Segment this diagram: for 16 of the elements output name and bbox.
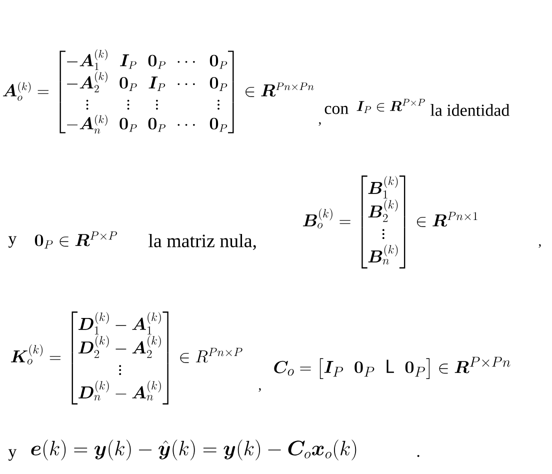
formula: $\bm{I}_P\in\bm{R}^{P\times P}$ <box>356 98 425 114</box>
matrix-equation: $\bm{C}_o=\begin{bmatrix}\bm{I}_P & \bm{0}_P & \mathsf{L} & \bm{0}_P\end{bmatrix}\in\bm{R}^{P\times Pn}$ <box>274 356 510 379</box>
comma: , <box>258 388 261 392</box>
period: . <box>417 454 420 457</box>
matrix-equation: $\bm{K}_o^{(k)}=\begin{bmatrix}\bm{D}_1^{(k)}-\bm{A}_1^{(k)}\\ \bm{D}_2^{(k)}-\bm{A}_2^{(k)}\\ \vdots\\ \bm{D}_n^{(k)}-\bm{A}_n^{(k)}\end{bmatrix}\in R^{Pn\times P}$ <box>10 312 242 404</box>
sentence-text: y <box>8 236 17 248</box>
sentence-text: con <box>324 106 348 114</box>
formula: $\bm{e}(k)=\bm{y}(k)-\hat{\bm{y}}(k)=\bm{y}(k)-\bm{C}_o\bm{x}_o(k)$ <box>31 440 356 460</box>
sentence-text: la identidad <box>430 104 510 116</box>
comma: , <box>538 244 541 248</box>
sentence-text: y <box>8 449 17 461</box>
matrix-equation: $\bm{B}_o^{(k)}=\begin{bmatrix}\bm{B}_1^{(k)}\\ \bm{B}_2^{(k)}\\ \vdots\\ \bm{B}_n^{(k)}\end{bmatrix}\in\bm{R}^{Pn\times 1}$ <box>302 176 478 268</box>
sentence-text: la matriz nula, <box>148 234 256 250</box>
comma: , <box>318 122 321 126</box>
matrix-equation: $\bm{A}_o^{(k)}=\begin{bmatrix}-\bm{A}_1^{(k)} & \bm{I}_P & \bm{0}_P & \cdots & \bm{0}_P\\ -\bm{A}_2^{(k)} & \bm{0}_P & \bm{I}_P & \cdots & \bm{0}_P\\ \vdots & \vdots & \vdots & & \vdots\\ -\bm{A}_n^{(k)} & \bm{0}_P & \bm{0}_P & \cdots & \bm{0}_P\end{bmatrix}\in\bm{R}^{Pn\times Pn}$ <box>3 49 314 134</box>
formula: $\bm{0}_P\in\bm{R}^{P\times P}$ <box>34 232 117 248</box>
